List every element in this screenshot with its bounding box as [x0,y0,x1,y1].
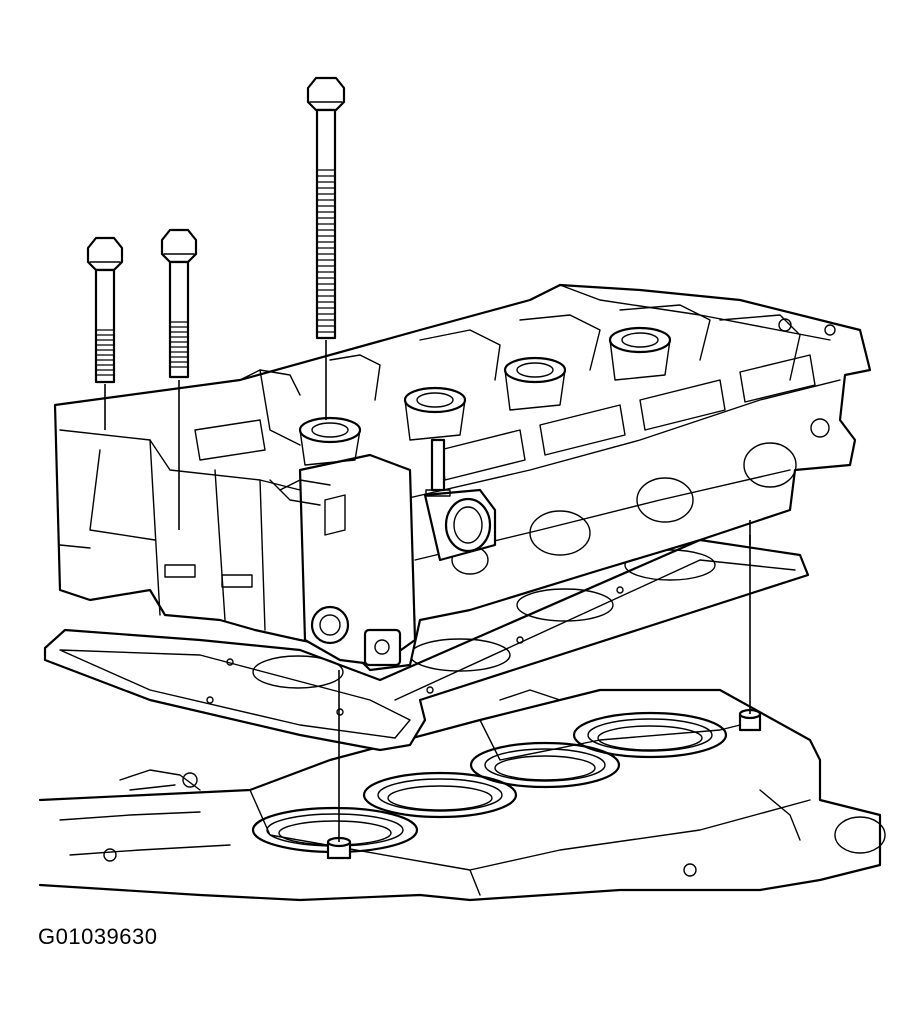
short-head-bolt-middle [160,228,198,379]
cylinder-head-gasket [43,538,810,752]
locating-dowel-rear [738,708,762,732]
cylinder-bore-3 [469,741,621,789]
cylinder-bore-2 [362,771,518,819]
alignment-lines [104,340,751,842]
long-head-bolt [306,76,346,340]
coolant-outlet-pipe [423,488,497,562]
cylinder-bore-4 [572,711,728,759]
cylinder-head [53,283,872,672]
figure-id-label: G01039630 [38,924,158,949]
short-head-bolt-left [86,236,124,384]
